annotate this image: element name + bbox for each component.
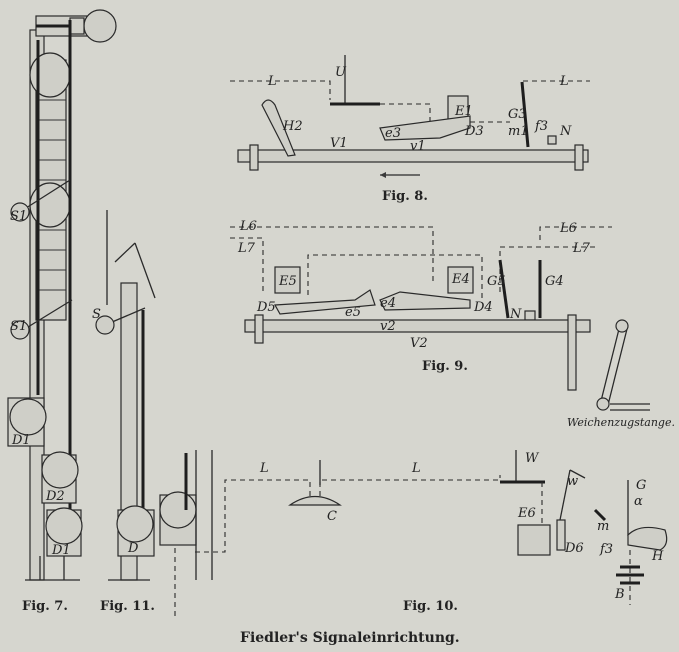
label-d4: D4 (473, 300, 493, 315)
fig10-label: Fig. 10. (403, 599, 458, 614)
fig11-signal-mast: S D Fig. 11. (92, 210, 156, 614)
label-v1-big: V1 (330, 136, 348, 151)
label-l-right: L (559, 74, 569, 89)
label-e5: E5 (278, 274, 297, 289)
label-g4: G4 (545, 274, 564, 289)
label-e6: E6 (517, 506, 536, 521)
label-s1-top: S1 (10, 209, 27, 224)
fig10-drum-and-line: L L C (159, 450, 501, 620)
label-f3: f3 (534, 119, 548, 134)
label-v1-small: v1 (410, 139, 426, 154)
fig8-mechanism: L U H2 L E1 G3 m1 f3 N e3 D3 V1 v1 Fig. … (230, 55, 590, 204)
label-d3: D3 (464, 124, 484, 139)
fig7-signal-mast: S1 S1 D1 D2 D1 Fig. 7. (7, 9, 117, 614)
label-c4: e4 (380, 296, 396, 311)
label-d1: D1 (51, 543, 71, 558)
fig11-label: Fig. 11. (100, 599, 155, 614)
label-d1-top: D1 (11, 433, 31, 448)
label-g5: G5 (487, 274, 506, 289)
label-n: N (559, 124, 572, 139)
label-c3: e3 (385, 126, 401, 141)
label-l-left: L (267, 74, 277, 89)
label-h2: H2 (282, 119, 303, 134)
label-n: N (509, 307, 522, 322)
label-l-left: L (259, 461, 269, 476)
label-w-lower: w (567, 474, 578, 489)
label-c: C (327, 509, 337, 524)
label-d6: D6 (564, 541, 584, 556)
label-g: G (636, 478, 646, 493)
label-d2: D2 (45, 489, 65, 504)
label-u: U (335, 65, 347, 80)
label-s1: S1 (10, 319, 27, 334)
label-c5: e5 (345, 305, 361, 320)
label-f3: f3 (599, 542, 613, 557)
fig10-mechanism: W w E6 D6 m G α H f3 B Fig. 10. (403, 450, 668, 614)
fig9-mechanism: L6 L7 L6 L7 E5 E4 G5 G4 D5 e5 e4 D4 N v2… (230, 219, 675, 429)
label-v2-big: V2 (410, 336, 428, 351)
label-v2-small: v2 (380, 319, 396, 334)
label-d5: D5 (256, 300, 276, 315)
label-m1: m1 (508, 124, 529, 139)
label-m: m (597, 519, 609, 534)
page-caption: Fiedler's Signaleinrichtung. (240, 630, 460, 646)
label-l7-left: L7 (237, 241, 256, 256)
fig7-label: Fig. 7. (22, 599, 68, 614)
label-l6-left: L6 (239, 219, 257, 234)
label-alpha: α (634, 494, 643, 509)
label-e1: E1 (454, 104, 473, 119)
label-l-right: L (411, 461, 421, 476)
label-w-upper: W (525, 451, 540, 466)
fig8-label: Fig. 8. (382, 189, 428, 204)
label-l7-right: L7 (572, 241, 591, 256)
label-b: B (614, 587, 625, 602)
label-weichenzugstange: Weichenzugstange. (567, 416, 675, 429)
label-d: D (127, 541, 139, 556)
fig9-label: Fig. 9. (422, 359, 468, 374)
label-l6-right: L6 (559, 221, 577, 236)
label-h: H (651, 549, 664, 564)
label-s: S (92, 307, 101, 322)
label-e4: E4 (451, 272, 470, 287)
label-g3: G3 (508, 107, 527, 122)
